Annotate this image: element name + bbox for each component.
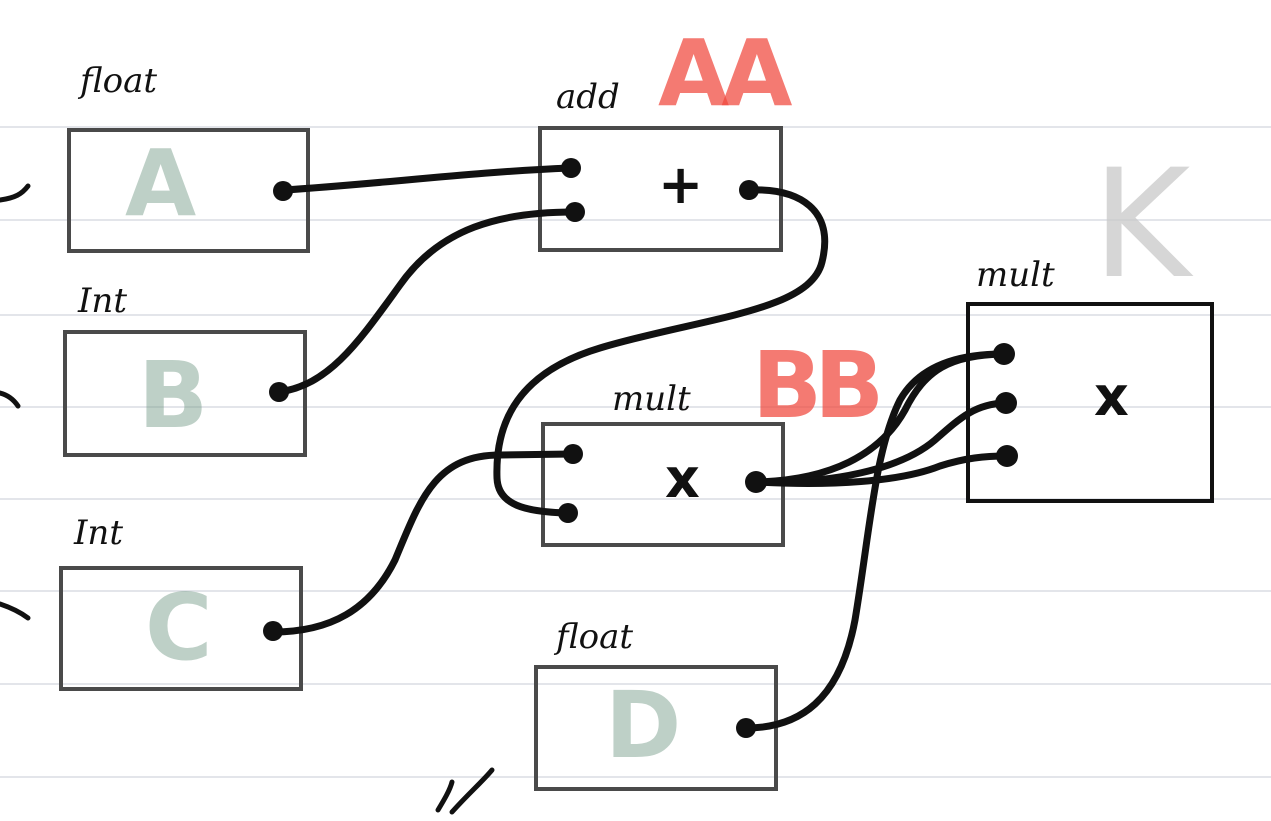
node-bb-type-label: mult — [612, 379, 691, 419]
port-b-out — [269, 382, 289, 402]
port-k-in-1 — [993, 343, 1015, 365]
node-b-box — [63, 330, 307, 457]
ruled-line — [0, 590, 1271, 592]
node-a-letter: A — [125, 130, 197, 237]
node-k-type-label: mult — [976, 255, 1055, 295]
ruled-line — [0, 406, 1271, 408]
wire-add-to-mult-bb — [493, 186, 829, 517]
port-a-out — [273, 181, 293, 201]
edge-arrow-mark — [435, 767, 495, 815]
wire-bb-to-k-3 — [753, 452, 1010, 487]
port-d-out — [736, 718, 756, 738]
port-aa-in-2 — [565, 202, 585, 222]
node-b-type-label: Int — [78, 281, 127, 321]
port-bb-in-1 — [563, 444, 583, 464]
node-c-type-label: Int — [74, 513, 123, 553]
port-k-in-3 — [996, 445, 1018, 467]
edge-arrow-mark — [0, 601, 31, 621]
node-k-op: x — [1094, 365, 1129, 428]
ruled-line — [0, 314, 1271, 316]
ruled-line — [0, 219, 1271, 221]
node-aa-tag: AA — [658, 20, 792, 127]
wire-c-to-mult-bb — [269, 450, 576, 636]
node-c-letter: C — [145, 574, 213, 681]
node-aa-type-label: add — [556, 77, 620, 117]
node-a-type-label: float — [80, 61, 158, 101]
node-bb-tag: BB — [752, 332, 884, 439]
ruled-line — [0, 498, 1271, 500]
wire-a-to-add — [280, 164, 574, 194]
node-bb-op: x — [665, 447, 700, 510]
edge-arrow-mark — [0, 390, 21, 409]
ruled-line — [0, 683, 1271, 685]
node-b-letter: B — [138, 342, 209, 449]
port-aa-in-1 — [561, 158, 581, 178]
wire-b-to-add — [275, 208, 578, 396]
port-c-out — [263, 621, 283, 641]
port-k-in-2 — [995, 392, 1017, 414]
port-aa-out — [739, 180, 759, 200]
node-d-letter: D — [605, 672, 682, 779]
port-bb-in-2 — [558, 503, 578, 523]
edge-arrow-mark — [0, 183, 31, 203]
node-k-tag: K — [1092, 138, 1191, 312]
ruled-line — [0, 776, 1271, 778]
node-aa-op: + — [658, 153, 704, 216]
wire-d-to-k — [742, 350, 1007, 732]
node-d-type-label: float — [556, 617, 634, 657]
port-bb-out — [745, 471, 767, 493]
node-k-box — [966, 302, 1214, 503]
